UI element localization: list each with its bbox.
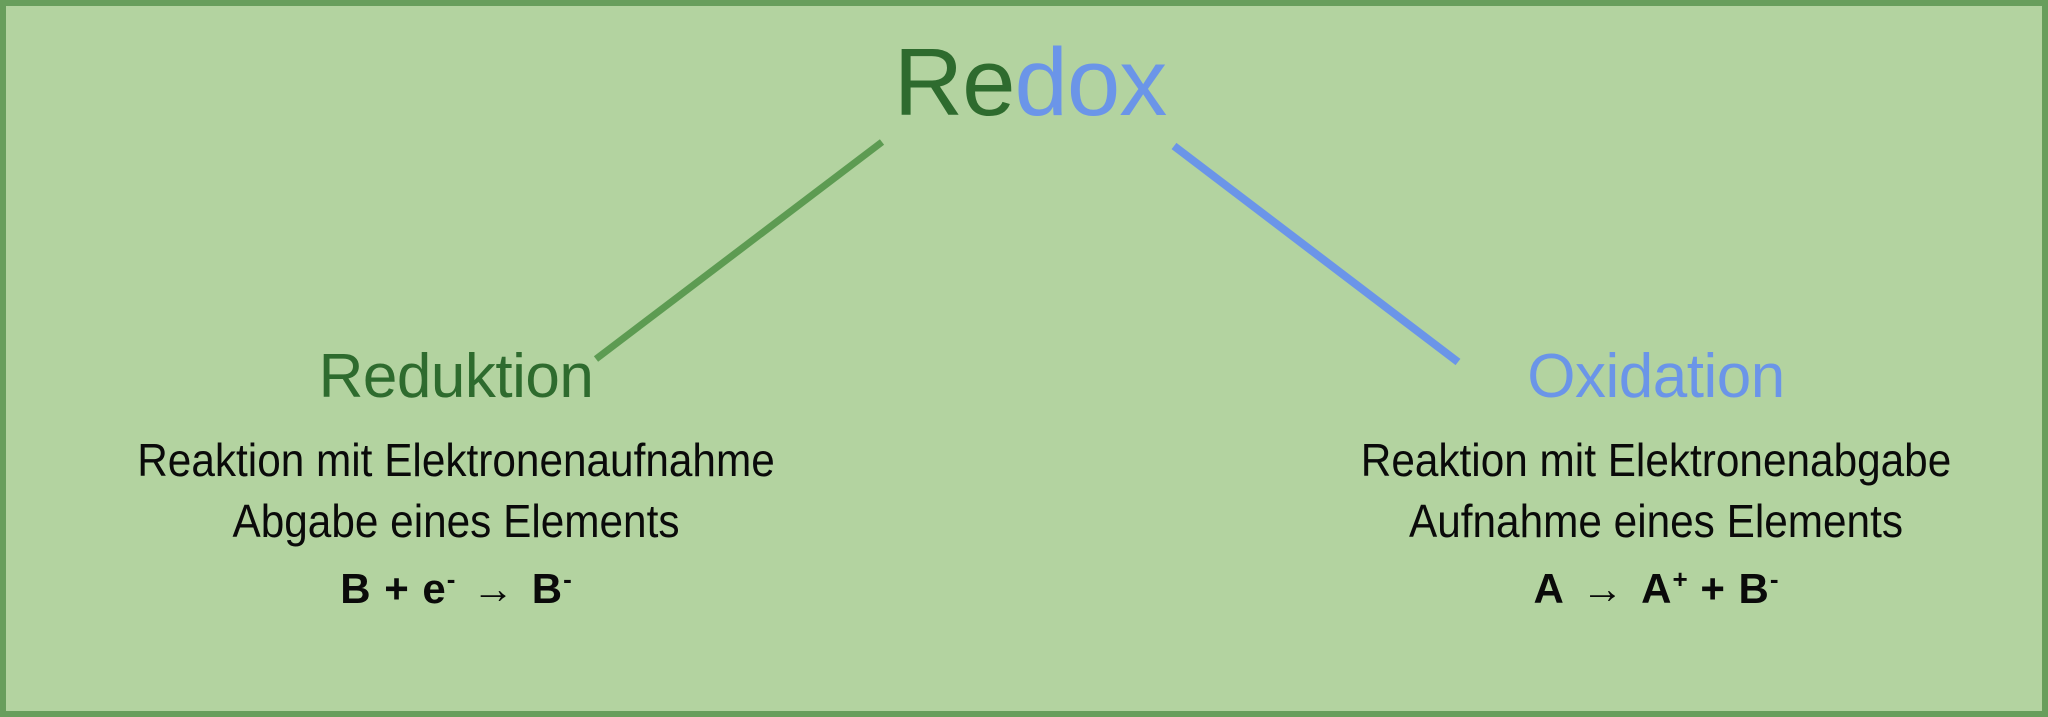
equation-term-a: A — [1533, 565, 1565, 613]
root-node-redox: Redox — [6, 29, 2042, 136]
branch-reduction: Reduktion Reaktion mit Elektronenaufnahm… — [6, 346, 906, 617]
branch-heading-reduction: Reduktion — [318, 342, 594, 411]
connector-oxidation-line — [1171, 142, 1461, 366]
equation-term-a-cation: A+ — [1641, 564, 1688, 613]
branch-heading-oxidation: Oxidation — [1527, 342, 1785, 411]
equation-superscript-minus: - — [1769, 564, 1779, 595]
equation-term-b-plus-e: B + e- — [340, 564, 456, 613]
branch-body-reduction: Reaktion mit Elektronenaufnahme Abgabe e… — [6, 430, 906, 617]
equation-arrow-icon: → — [459, 565, 528, 613]
branch-oxidation-line-2: Aufnahme eines Elements — [1408, 495, 1904, 548]
root-label-segment-dox: dox — [1014, 29, 1167, 136]
equation-superscript-minus: - — [563, 564, 572, 595]
branch-reduction-equation: B + e- → B- — [6, 562, 906, 617]
branch-oxidation: Oxidation Reaktion mit Elektronenabgabe … — [1206, 342, 2042, 617]
equation-superscript-plus: + — [1672, 564, 1688, 595]
equation-term-b-anion: + B- — [1687, 564, 1779, 613]
branch-oxidation-equation: A → A+ + B- — [1206, 562, 2042, 617]
branch-oxidation-line-1: Reaktion mit Elektronenabgabe — [1360, 434, 1952, 486]
connector-reduction-line — [593, 139, 885, 362]
equation-superscript-minus: - — [446, 564, 456, 595]
equation-arrow-icon: → — [1568, 565, 1638, 613]
branch-body-oxidation: Reaktion mit Elektronenabgabe Aufnahme e… — [1206, 430, 2042, 617]
root-label-segment-re: Re — [893, 29, 1016, 136]
branch-reduction-line-1: Reaktion mit Elektronenaufnahme — [137, 434, 775, 486]
branch-reduction-line-2: Abgabe eines Elements — [232, 495, 680, 548]
equation-term-b-anion: B- — [531, 564, 572, 613]
